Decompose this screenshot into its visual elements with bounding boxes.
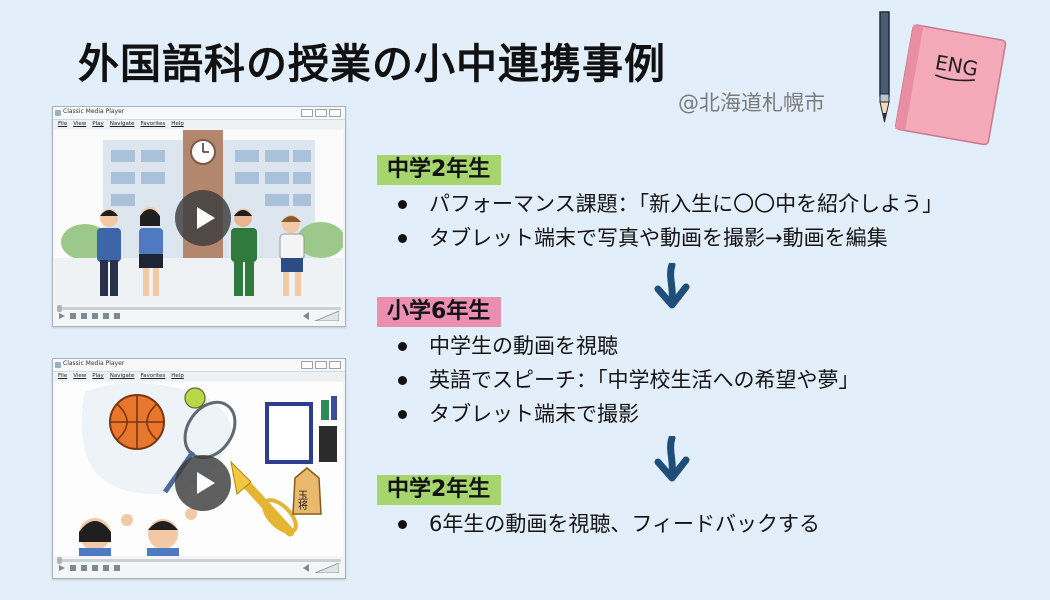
video-screen[interactable]: 玉将 [55, 382, 343, 556]
student-4 [279, 215, 305, 296]
bullet-text: パフォーマンス課題：「新入生に〇〇中を紹介しよう」 [429, 192, 944, 216]
pencil-icon [879, 11, 890, 123]
player-titlebar: Classic Media Player [53, 359, 345, 372]
player-menubar: File View Play Navigate Favorites Help [53, 372, 345, 381]
section-1-bullets: パフォーマンス課題：「新入生に〇〇中を紹介しよう」 タブレット端末で写真や動画を… [398, 187, 943, 255]
volume-slider[interactable] [315, 311, 339, 321]
seek-knob[interactable] [57, 305, 62, 312]
play-button[interactable] [175, 190, 231, 246]
player-titlebar: Classic Media Player [53, 107, 345, 120]
list-item: タブレット端末で撮影 [398, 397, 860, 431]
section-label-grade8-first: 中学2年生 [377, 155, 501, 185]
close-button[interactable] [329, 361, 341, 369]
bulletin-board-icon [265, 402, 313, 464]
play-button[interactable] [175, 455, 231, 511]
minimize-button[interactable] [301, 361, 313, 369]
section-2-bullets: 中学生の動画を視聴 英語でスピーチ：「中学校生活への希望や夢」 タブレット端末で… [398, 329, 860, 431]
location-tag: @北海道札幌市 [678, 91, 825, 115]
menu-view[interactable]: View [73, 373, 87, 379]
player-app-title: Classic Media Player [63, 108, 125, 115]
bullet-dot [398, 234, 407, 243]
pencil-notebook-illustration: ENG [879, 11, 1007, 146]
list-item: 英語でスピーチ：「中学校生活への希望や夢」 [398, 363, 860, 397]
stop-control-icon[interactable] [70, 313, 76, 319]
page-title: 外国語科の授業の小中連携事例 [78, 40, 666, 88]
media-player-1: Classic Media Player File View Play Navi… [52, 106, 346, 327]
basketball-icon [109, 394, 165, 450]
menu-file[interactable]: File [58, 121, 68, 127]
video-screen[interactable] [55, 130, 343, 304]
window-buttons[interactable] [301, 361, 341, 369]
seek-knob[interactable] [57, 557, 62, 564]
bullet-dot [398, 342, 407, 351]
media-player-2: Classic Media Player File View Play Navi… [52, 358, 346, 579]
bullet-text: 英語でスピーチ：「中学校生活への希望や夢」 [429, 368, 860, 392]
down-arrow-icon [654, 263, 690, 309]
list-item: 中学生の動画を視聴 [398, 329, 860, 363]
menu-file[interactable]: File [58, 373, 68, 379]
rewind-control-icon[interactable] [92, 313, 98, 319]
bullet-dot [398, 376, 407, 385]
stop-control-icon[interactable] [70, 565, 76, 571]
section-label-grade8-second: 中学2年生 [377, 475, 501, 505]
next-control-icon[interactable] [114, 313, 120, 319]
list-item: パフォーマンス課題：「新入生に〇〇中を紹介しよう」 [398, 187, 943, 221]
playback-controls [59, 313, 120, 319]
list-item: タブレット端末で写真や動画を撮影→動画を編集 [398, 221, 943, 255]
rewind-control-icon[interactable] [92, 565, 98, 571]
volume-slider[interactable] [315, 563, 339, 573]
menu-help[interactable]: Help [171, 373, 184, 379]
notebook-icon: ENG [895, 24, 1007, 146]
speaker-icon[interactable] [303, 564, 309, 572]
prev-control-icon[interactable] [81, 313, 87, 319]
play-control-icon[interactable] [59, 565, 65, 571]
menu-play[interactable]: Play [92, 121, 104, 127]
students-waving [79, 508, 197, 556]
speaker-icon[interactable] [303, 312, 309, 320]
maximize-button[interactable] [315, 109, 327, 117]
section-3-bullets: 6年生の動画を視聴、フィードバックする [398, 507, 820, 541]
forward-control-icon[interactable] [103, 313, 109, 319]
menu-navigate[interactable]: Navigate [109, 373, 135, 379]
section-label-grade6: 小学6年生 [377, 297, 501, 327]
maximize-button[interactable] [315, 361, 327, 369]
prev-control-icon[interactable] [81, 565, 87, 571]
shogi-text: 玉将 [296, 490, 308, 510]
bullet-dot [398, 520, 407, 529]
menu-navigate[interactable]: Navigate [109, 121, 135, 127]
player-app-title: Classic Media Player [63, 360, 125, 367]
menu-favorites[interactable]: Favorites [140, 373, 166, 379]
forward-control-icon[interactable] [103, 565, 109, 571]
bullet-dot [398, 200, 407, 209]
menu-view[interactable]: View [73, 121, 87, 127]
minimize-button[interactable] [301, 109, 313, 117]
bullet-dot [398, 410, 407, 419]
menu-favorites[interactable]: Favorites [140, 121, 166, 127]
bullet-text: タブレット端末で撮影 [429, 402, 639, 426]
down-arrow-icon [654, 436, 690, 482]
student-2 [139, 207, 163, 296]
next-control-icon[interactable] [114, 565, 120, 571]
play-control-icon[interactable] [59, 313, 65, 319]
bullet-text: 中学生の動画を視聴 [429, 334, 618, 358]
shogi-piece-icon: 玉将 [292, 467, 322, 515]
menu-help[interactable]: Help [171, 121, 184, 127]
student-3 [231, 209, 257, 296]
player-menubar: File View Play Navigate Favorites Help [53, 120, 345, 129]
close-button[interactable] [329, 109, 341, 117]
app-icon [55, 362, 61, 368]
menu-play[interactable]: Play [92, 373, 104, 379]
seek-bar[interactable] [57, 305, 341, 312]
bullet-text: タブレット端末で写真や動画を撮影→動画を編集 [429, 226, 888, 250]
bullet-text: 6年生の動画を視聴、フィードバックする [429, 512, 820, 536]
app-icon [55, 110, 61, 116]
window-buttons[interactable] [301, 109, 341, 117]
student-1 [97, 209, 121, 296]
list-item: 6年生の動画を視聴、フィードバックする [398, 507, 820, 541]
playback-controls [59, 565, 120, 571]
trumpet-icon [230, 460, 298, 537]
seek-bar[interactable] [57, 557, 341, 564]
school-students-illustration [55, 130, 343, 304]
